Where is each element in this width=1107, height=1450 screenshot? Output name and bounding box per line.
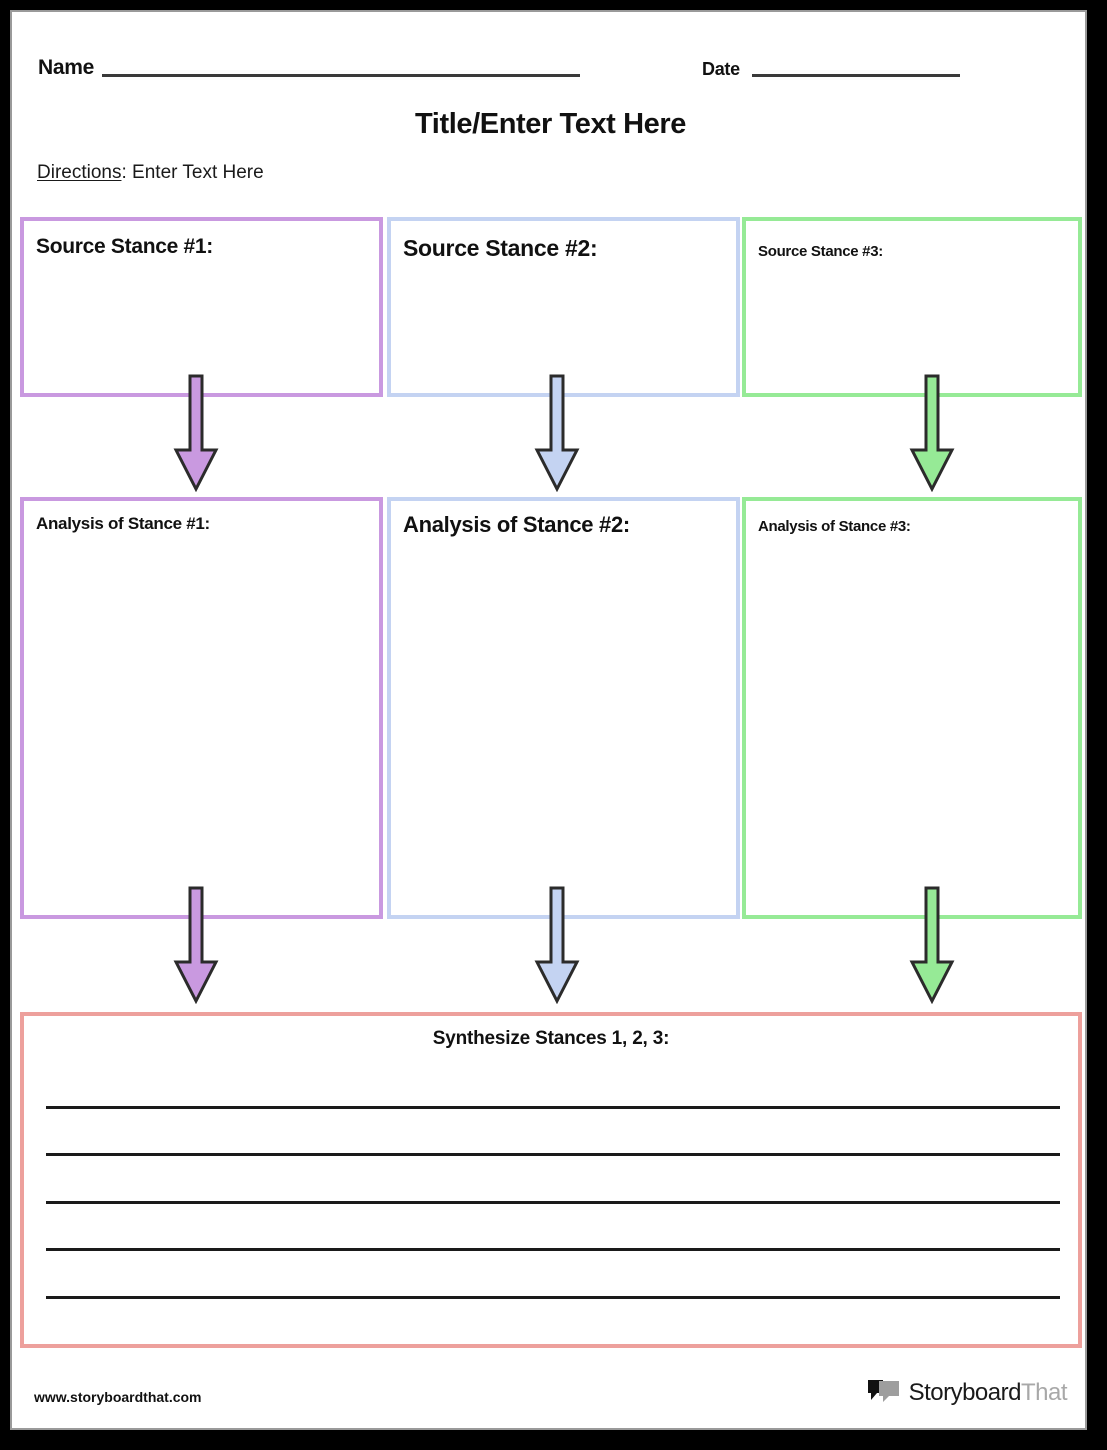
arrow-down-stance-1 (173, 374, 219, 492)
synthesis-write-line[interactable] (46, 1106, 1060, 1109)
analysis-stance-3-box[interactable]: Analysis of Stance #3: (742, 497, 1082, 919)
analysis-stance-1-box[interactable]: Analysis of Stance #1: (20, 497, 383, 919)
source-stance-2-box[interactable]: Source Stance #2: (387, 217, 740, 397)
synthesis-box[interactable]: Synthesize Stances 1, 2, 3: (20, 1012, 1082, 1348)
arrow-down-analysis-3 (909, 886, 955, 1004)
analysis-stance-1-label: Analysis of Stance #1: (36, 514, 210, 533)
analysis-stance-2-box[interactable]: Analysis of Stance #2: (387, 497, 740, 919)
source-stance-1-label: Source Stance #1: (36, 235, 213, 258)
brand-wordmark: StoryboardThat (908, 1379, 1068, 1407)
worksheet-page: Name Date Title/Enter Text Here Directio… (10, 10, 1087, 1430)
synthesis-write-line[interactable] (46, 1201, 1060, 1204)
footer-url[interactable]: www.storyboardthat.com (34, 1389, 202, 1405)
synthesis-write-line[interactable] (46, 1296, 1060, 1299)
arrow-down-stance-3 (909, 374, 955, 492)
synthesis-label: Synthesize Stances 1, 2, 3: (432, 1028, 670, 1049)
analysis-stance-2-label: Analysis of Stance #2: (403, 512, 630, 537)
storyboardthat-logo[interactable]: StoryboardThat (867, 1378, 1068, 1408)
brand-primary: Storyboard (908, 1379, 1022, 1406)
directions-value[interactable]: Enter Text Here (132, 162, 264, 183)
arrow-down-analysis-1 (173, 886, 219, 1004)
arrow-down-stance-2 (534, 374, 580, 492)
directions-row: Directions: Enter Text Here (37, 162, 264, 184)
source-stance-3-label: Source Stance #3: (758, 243, 883, 260)
directions-separator: : (121, 162, 133, 183)
arrow-down-analysis-2 (534, 886, 580, 1004)
source-stance-3-box[interactable]: Source Stance #3: (742, 217, 1082, 397)
source-stance-1-box[interactable]: Source Stance #1: (20, 217, 383, 397)
brand-secondary: That (1020, 1379, 1068, 1406)
name-input-rule[interactable] (102, 74, 580, 77)
page-title[interactable]: Title/Enter Text Here (415, 108, 686, 140)
synthesis-write-line[interactable] (46, 1153, 1060, 1156)
date-label: Date (702, 59, 740, 79)
source-stance-2-label: Source Stance #2: (403, 235, 598, 261)
date-input-rule[interactable] (752, 74, 960, 77)
name-label: Name (38, 56, 94, 79)
synthesis-write-line[interactable] (46, 1248, 1060, 1251)
analysis-stance-3-label: Analysis of Stance #3: (758, 518, 911, 535)
directions-label: Directions (37, 162, 122, 183)
speech-bubble-icon (867, 1378, 901, 1408)
